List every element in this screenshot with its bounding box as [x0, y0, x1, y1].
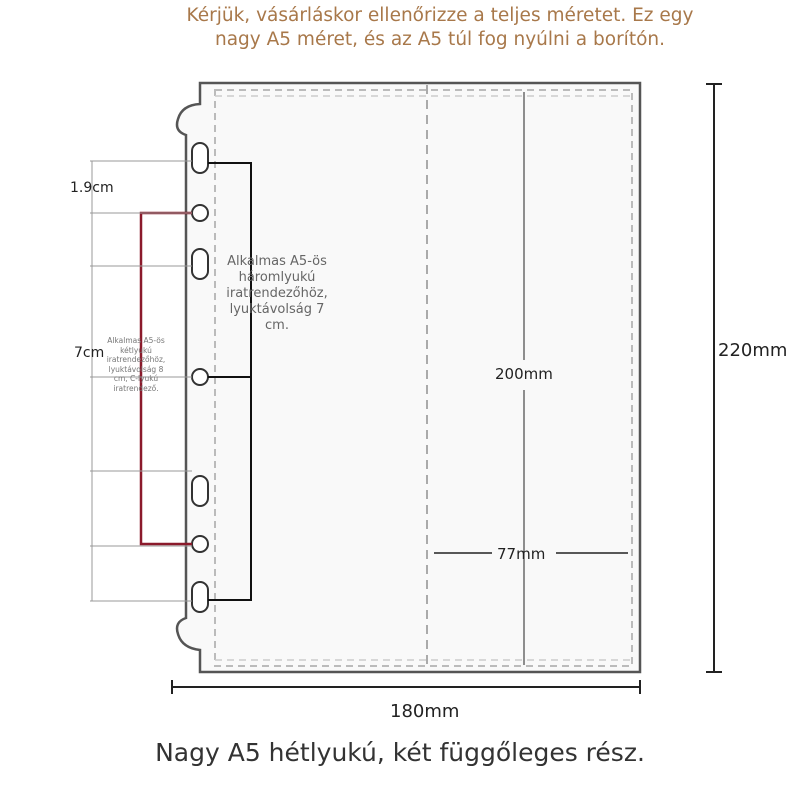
total-height-dimension: [706, 83, 722, 673]
label-pocket-width: 77mm: [497, 545, 545, 563]
label-total-height: 220mm: [718, 340, 787, 361]
label-hole-spacing-large: 7cm: [74, 345, 104, 361]
hole-round: [191, 368, 209, 386]
label-inner-height: 200mm: [495, 365, 553, 383]
hole-extension-lines: [90, 160, 192, 602]
size-notice: Kérjük, vásárláskor ellenőrizze a teljes…: [186, 5, 694, 50]
label-hole-spacing-small: 1.9cm: [70, 180, 114, 196]
hole-slot: [191, 248, 209, 280]
two-hole-binder-note: Alkalmas A5-ös kétlyukú iratrendezőhöz, …: [106, 336, 166, 393]
hole-round: [191, 535, 209, 553]
total-width-dimension: [171, 680, 641, 694]
hole-slot: [191, 581, 209, 613]
three-hole-binder-note: Alkalmas A5-ös háromlyukú iratrendezőhöz…: [226, 254, 328, 333]
hole-round: [191, 204, 209, 222]
label-total-width: 180mm: [390, 701, 459, 722]
product-caption: Nagy A5 hétlyukú, két függőleges rész.: [155, 738, 645, 767]
hole-slot: [191, 475, 209, 507]
hole-slot: [191, 142, 209, 174]
three-hole-bracket: [208, 162, 252, 601]
